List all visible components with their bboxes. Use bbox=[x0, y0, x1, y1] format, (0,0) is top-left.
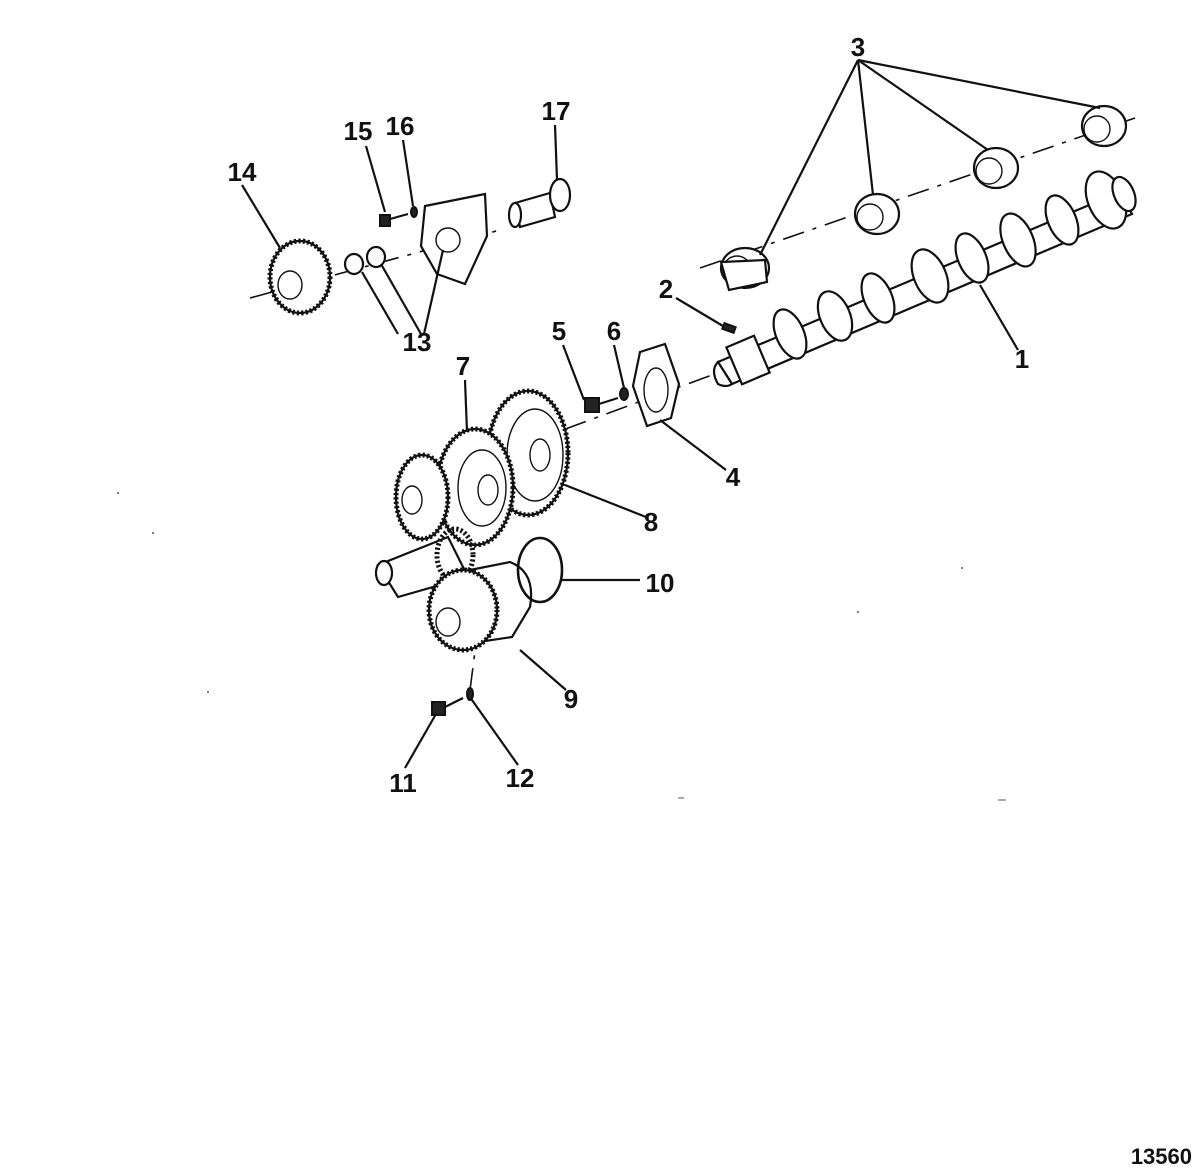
leader-lines bbox=[241, 58, 1101, 769]
callout-14: 14 bbox=[228, 157, 257, 187]
callout-11: 11 bbox=[389, 768, 417, 798]
camshaft bbox=[712, 170, 1137, 388]
drive-gear bbox=[393, 452, 451, 542]
cam-bearings bbox=[719, 104, 1128, 292]
callout-15: 15 bbox=[344, 116, 373, 146]
callout-12: 12 bbox=[506, 763, 535, 793]
callout-10: 10 bbox=[646, 568, 675, 598]
callout-17: 17 bbox=[542, 96, 571, 126]
housing-bolt bbox=[431, 697, 464, 716]
thrust-plate-washer bbox=[619, 387, 629, 401]
figure-number: 13560 bbox=[1131, 1144, 1192, 1169]
callout-9: 9 bbox=[564, 684, 578, 714]
idler-bracket bbox=[419, 192, 489, 286]
callout-3: 3 bbox=[851, 32, 865, 62]
pump-gear-housing bbox=[426, 560, 533, 653]
woodruff-key bbox=[721, 321, 737, 335]
cam-bearing bbox=[719, 246, 771, 292]
callout-13: 13 bbox=[403, 327, 432, 357]
callout-5: 5 bbox=[552, 316, 566, 346]
callout-2: 2 bbox=[659, 274, 673, 304]
cam-bearing bbox=[1080, 104, 1128, 148]
bushings bbox=[343, 245, 387, 276]
callout-7: 7 bbox=[456, 351, 470, 381]
callout-8: 8 bbox=[644, 507, 658, 537]
bracket-washer bbox=[410, 206, 418, 218]
scan-specks bbox=[117, 492, 1006, 801]
idler-gear-upper bbox=[267, 238, 333, 316]
callout-labels: 1 2 3 4 5 6 7 8 9 10 11 12 13 14 15 16 1… bbox=[228, 32, 1030, 798]
cam-bearing bbox=[853, 192, 901, 236]
bracket-bolt bbox=[379, 212, 409, 227]
housing-washer bbox=[466, 687, 474, 701]
idler-gear bbox=[434, 426, 516, 548]
callout-1: 1 bbox=[1015, 344, 1029, 374]
callout-4: 4 bbox=[726, 462, 741, 492]
idler-shaft bbox=[507, 177, 572, 229]
cam-bearing bbox=[972, 146, 1020, 190]
callout-16: 16 bbox=[386, 111, 415, 141]
o-ring bbox=[516, 536, 564, 604]
callout-6: 6 bbox=[607, 316, 621, 346]
thrust-plate bbox=[631, 342, 681, 428]
thrust-plate-bolt bbox=[584, 396, 619, 413]
